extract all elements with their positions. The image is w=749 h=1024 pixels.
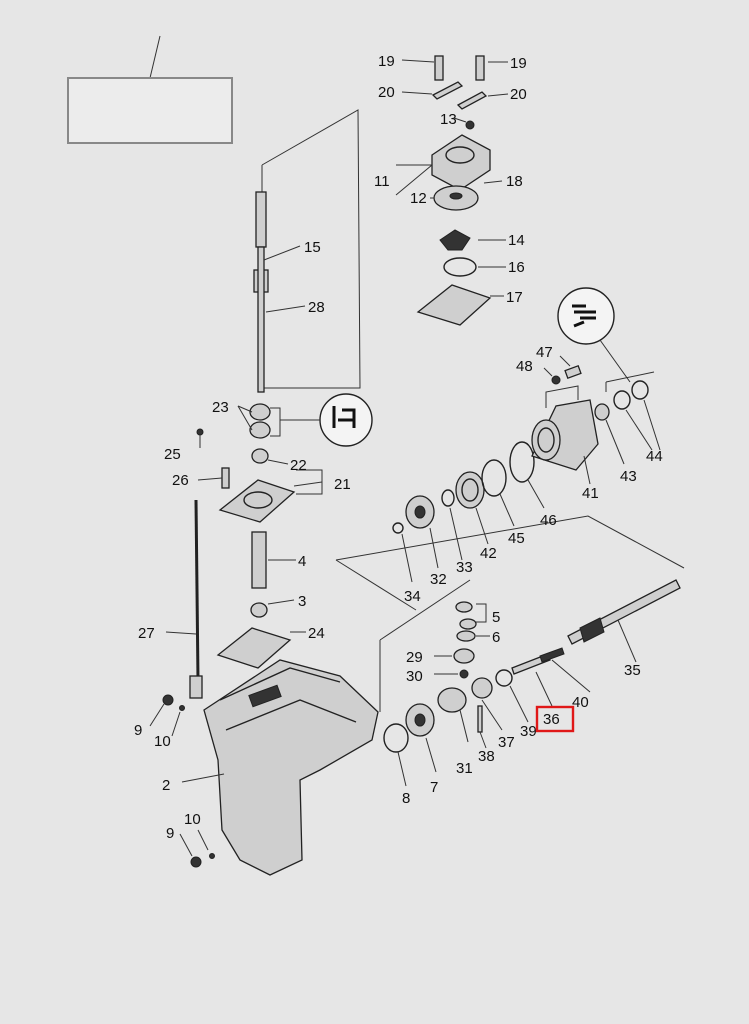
callout-13: 13	[440, 111, 457, 128]
callout-20-left: 20	[378, 84, 395, 101]
callout-41: 41	[582, 485, 599, 502]
callout-26: 26	[172, 472, 189, 489]
callout-43: 43	[620, 468, 637, 485]
callout-5: 5	[492, 609, 500, 626]
callout-3: 3	[298, 593, 306, 610]
callout-48: 48	[516, 358, 533, 375]
callout-9-bottom: 9	[166, 825, 174, 842]
callout-22: 22	[290, 457, 307, 474]
callout-14: 14	[508, 232, 525, 249]
lower-unit-housing	[149, 659, 379, 876]
callout-29: 29	[406, 649, 423, 666]
callout-24: 24	[308, 625, 325, 642]
callout-33: 33	[456, 559, 473, 576]
callout-16: 16	[508, 259, 525, 276]
callout-20-right: 20	[510, 86, 527, 103]
callout-2: 2	[162, 777, 170, 794]
callout-28: 28	[308, 299, 325, 316]
driveshaft-housing-parts	[196, 403, 323, 669]
callout-37: 37	[498, 734, 515, 751]
driveshaft	[253, 191, 306, 393]
callout-4: 4	[298, 553, 306, 570]
callout-47: 47	[536, 344, 553, 361]
callout-18: 18	[506, 173, 523, 190]
callout-32: 32	[430, 571, 447, 588]
callout-15: 15	[304, 239, 321, 256]
callout-9-top: 9	[134, 722, 142, 739]
callout-45: 45	[508, 530, 525, 547]
callout-21: 21	[334, 476, 351, 493]
callout-42: 42	[480, 545, 497, 562]
callout-30: 30	[406, 668, 423, 685]
callout-25: 25	[164, 446, 181, 463]
callout-39: 39	[520, 723, 537, 740]
callout-40: 40	[572, 694, 589, 711]
callout-labels: 19 19 20 20 13 11 12 18 14 16 17 15 28 2…	[134, 53, 663, 842]
callout-19-right: 19	[510, 55, 527, 72]
callout-7: 7	[430, 779, 438, 796]
callout-12: 12	[410, 190, 427, 207]
callout-19-left: 19	[378, 53, 395, 70]
callout-31: 31	[456, 760, 473, 777]
loctite-icon	[280, 393, 373, 447]
callout-6: 6	[492, 629, 500, 646]
callout-44: 44	[646, 448, 663, 465]
callout-23: 23	[212, 399, 229, 416]
callout-36: 36	[543, 711, 560, 728]
callout-10-top: 10	[154, 733, 171, 750]
callout-34: 34	[404, 588, 421, 605]
callout-27: 27	[138, 625, 155, 642]
water-pump-assembly	[395, 55, 509, 326]
callout-46: 46	[540, 512, 557, 529]
shift-rod	[165, 499, 203, 699]
grease-icon	[557, 287, 631, 383]
gear-and-propshaft-parts	[383, 355, 681, 787]
callout-17: 17	[506, 289, 523, 306]
highlight-box-36	[535, 705, 575, 733]
callout-11: 11	[374, 173, 390, 190]
callout-10-bottom: 10	[184, 811, 201, 828]
callout-38: 38	[478, 748, 495, 765]
callout-35: 35	[624, 662, 641, 679]
blank-label-box	[67, 35, 233, 144]
callout-8: 8	[402, 790, 410, 807]
propshaft-group-outline	[335, 515, 685, 712]
